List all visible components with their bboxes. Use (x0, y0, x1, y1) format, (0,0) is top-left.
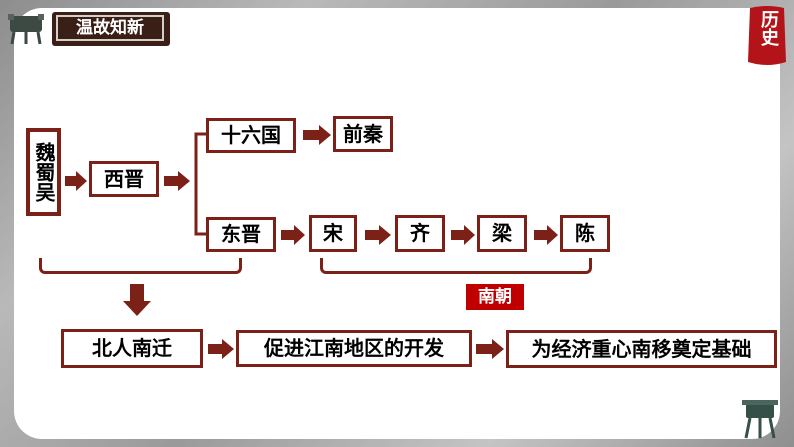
node-qianqin: 前秦 (333, 116, 393, 152)
arrow-right-icon (65, 171, 87, 191)
node-xijin: 西晋 (89, 161, 159, 197)
arrow-right-icon (476, 339, 504, 359)
bracket-southern-dynasties (320, 258, 592, 274)
arrow-right-icon (534, 225, 558, 245)
arrow-right-icon (208, 339, 234, 359)
node-liang: 梁 (477, 215, 527, 252)
arrow-right-icon (164, 171, 190, 191)
history-seal-icon (748, 6, 786, 65)
node-qi: 齐 (395, 215, 445, 252)
node-chen: 陈 (560, 215, 610, 252)
node-beirennanqian: 北人南迁 (61, 329, 203, 368)
arrow-right-icon (451, 225, 475, 245)
branch-brace (194, 132, 208, 236)
node-song: 宋 (309, 215, 357, 252)
arrow-down-icon (123, 284, 151, 316)
node-sanguo: 魏蜀吴 (26, 128, 61, 216)
arrow-right-icon (303, 125, 331, 145)
node-dongjin: 东晋 (206, 217, 276, 252)
history-seal-text: 历史 (758, 10, 779, 46)
bronze-vessel-icon (742, 400, 778, 439)
arrow-right-icon (365, 225, 391, 245)
node-jingji: 为经济重心南移奠定基础 (506, 330, 777, 368)
arrow-right-icon (281, 225, 305, 245)
label-nanchao: 南朝 (466, 284, 524, 310)
bracket-north-south (39, 258, 242, 274)
node-shiliuguo: 十六国 (206, 118, 296, 153)
node-cujin: 促进江南地区的开发 (236, 330, 472, 367)
bronze-ding-icon (8, 14, 44, 45)
page-title: 温故知新 (56, 15, 164, 41)
